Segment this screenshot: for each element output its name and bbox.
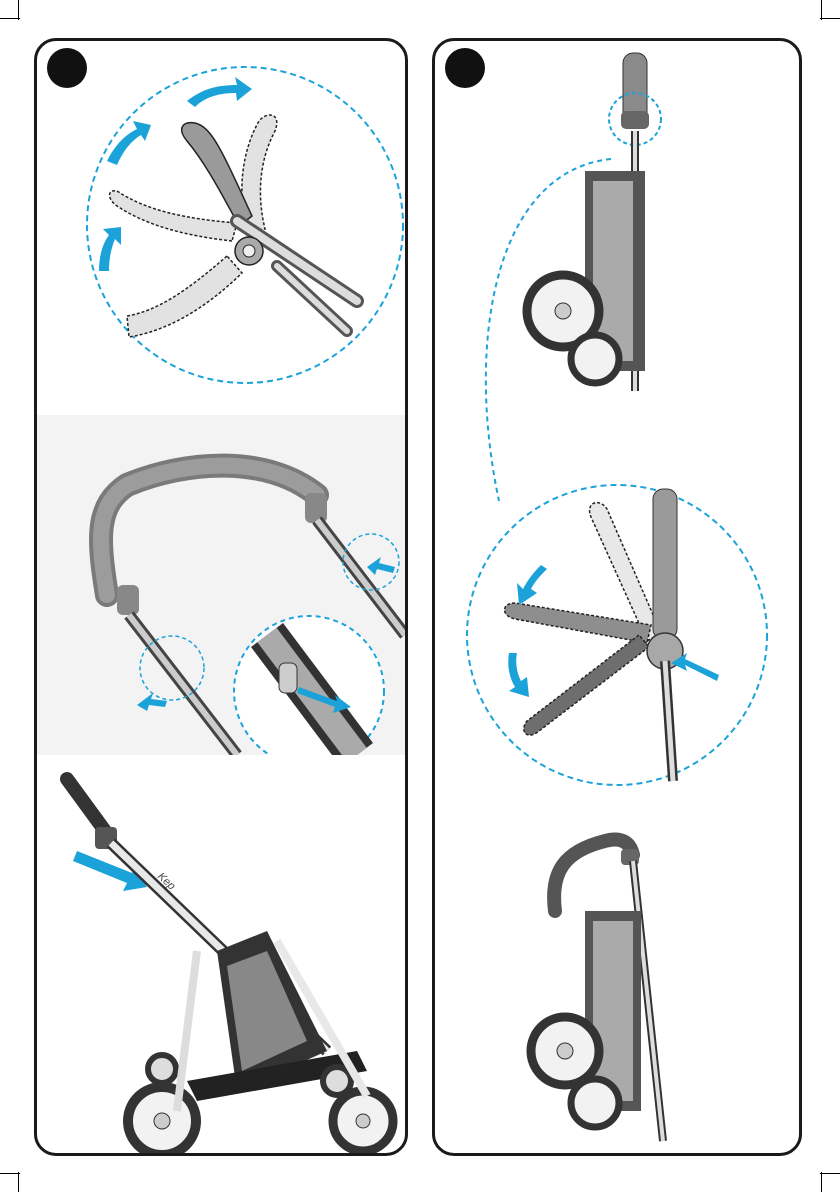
folded-stroller-handle-up (435, 41, 799, 801)
stroller-icon (554, 840, 633, 911)
crop-mark (821, 1172, 822, 1192)
handle-release-buttons-photo (37, 415, 405, 755)
folded-stroller-handle-folded (435, 811, 799, 1151)
stroller-push-forward-photo: Kep (37, 751, 405, 1153)
crop-mark (18, 0, 19, 20)
crop-mark (821, 0, 822, 20)
handle-rotation-detail (37, 41, 405, 401)
crop-mark (18, 1172, 19, 1192)
crop-mark (0, 18, 20, 19)
crop-mark (820, 18, 840, 19)
step-panel-right (432, 38, 802, 1156)
step-panel-left: Kep (34, 38, 408, 1156)
crop-mark (820, 1173, 840, 1174)
crop-mark (0, 1173, 20, 1174)
